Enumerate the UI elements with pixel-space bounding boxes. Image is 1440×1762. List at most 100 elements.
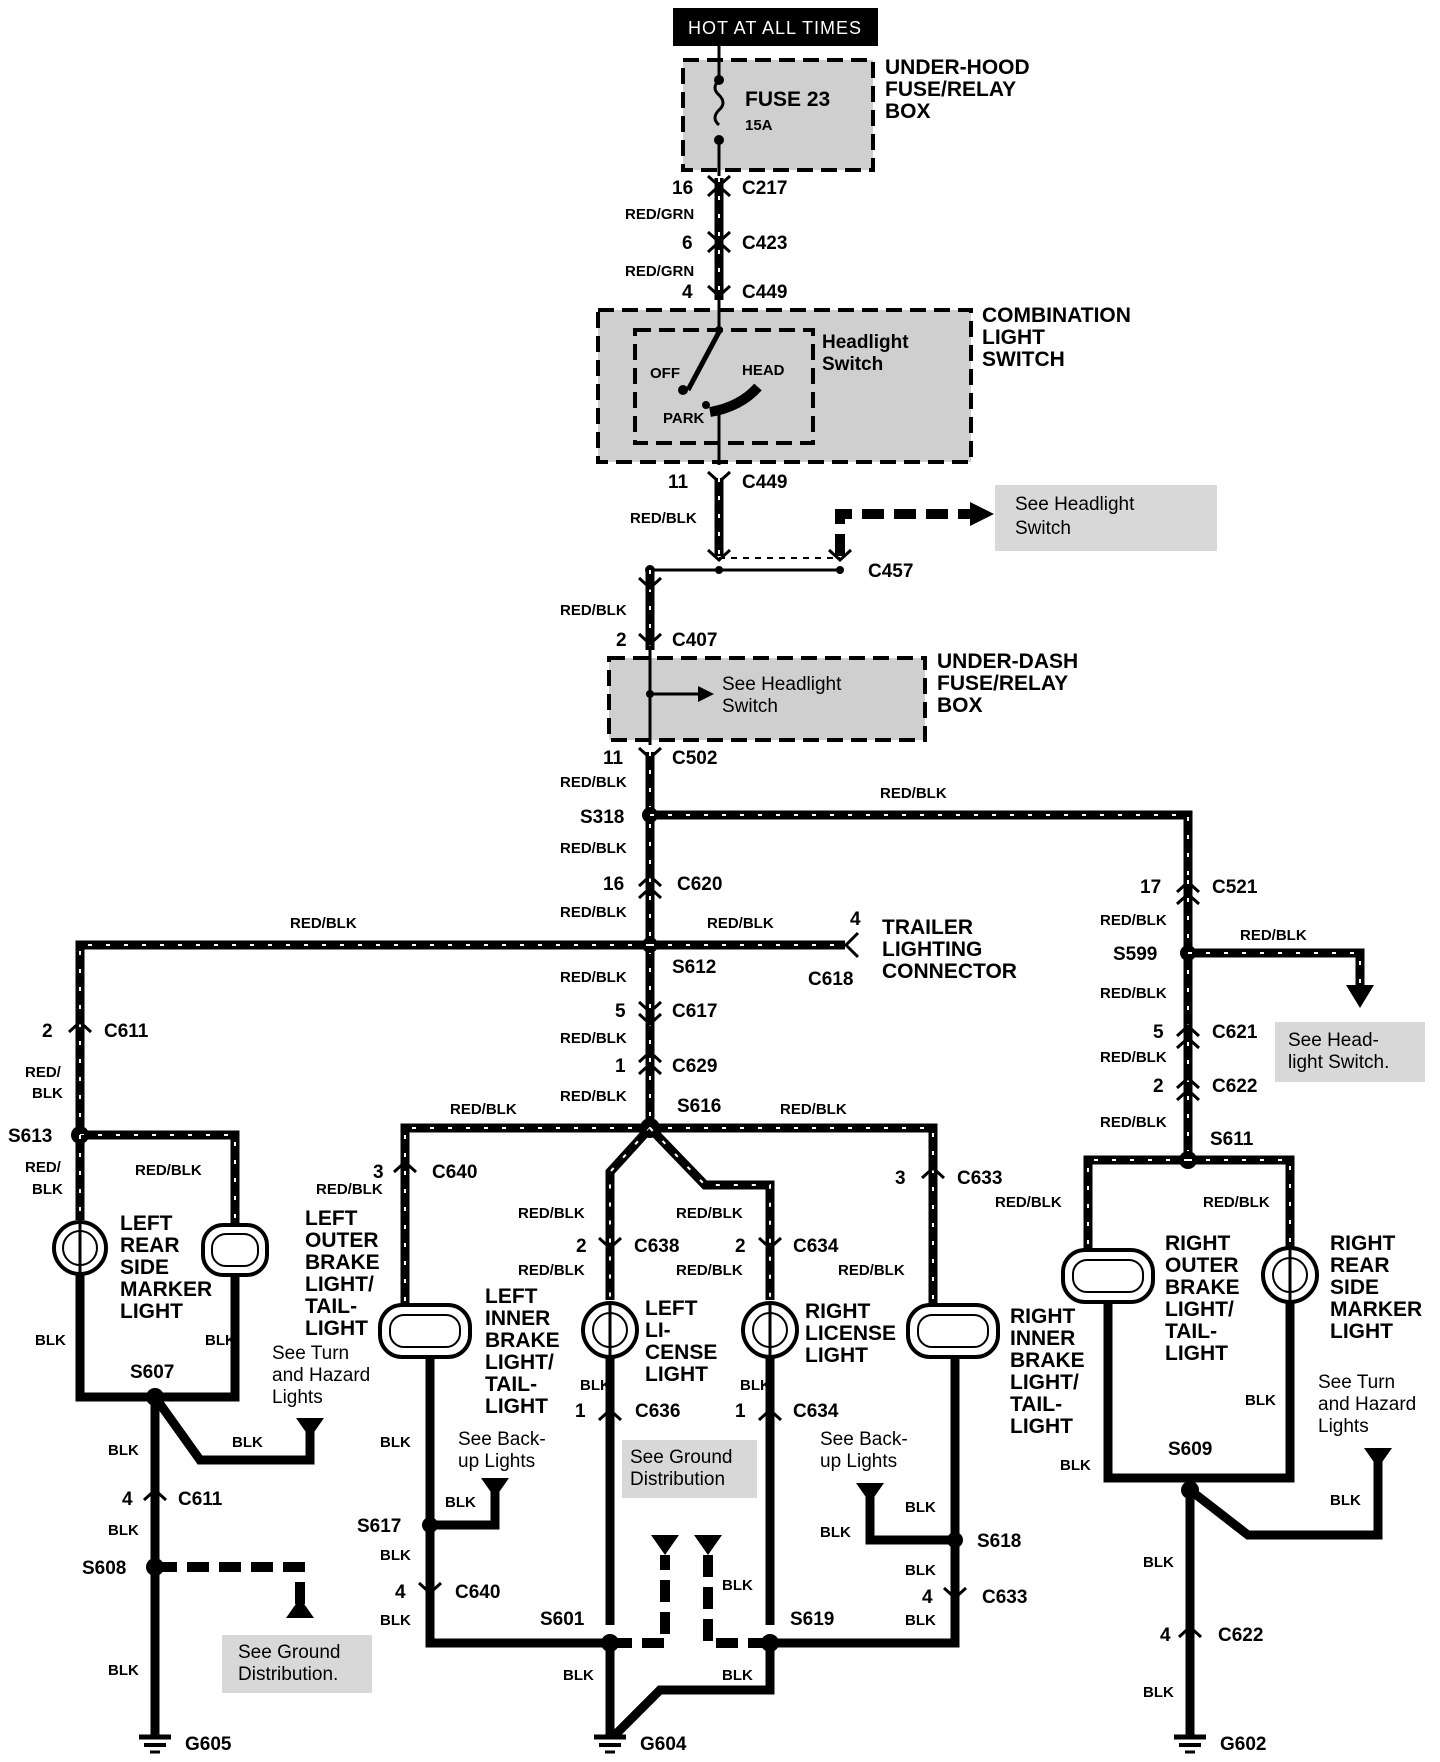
label-s607: S607 <box>130 1362 174 1383</box>
connector-c611-top <box>67 1019 93 1034</box>
left-inner-label-5: TAIL- <box>485 1373 537 1396</box>
see-backup-left-2: up Lights <box>458 1451 535 1472</box>
label-c622-bottom: C622 <box>1218 1625 1263 1646</box>
see-headlight-note-top <box>995 485 1217 551</box>
connector-c629 <box>637 1049 663 1076</box>
label-c634-top: C634 <box>793 1236 839 1257</box>
right-license-label-1: RIGHT <box>805 1300 871 1323</box>
arrow-up-backup-left-icon <box>481 1478 509 1498</box>
right-rear-side-label-3: SIDE <box>1330 1276 1379 1299</box>
pin-4-c640: 4 <box>395 1582 406 1603</box>
left-inner-label-2: INNER <box>485 1307 550 1330</box>
connector-c611-bottom <box>142 1487 168 1502</box>
wire-s616-right-inner <box>650 1123 938 1305</box>
left-rear-side-marker-light <box>52 1220 108 1276</box>
right-rear-side-marker-light <box>1261 1246 1319 1304</box>
label-c407: C407 <box>672 630 717 651</box>
label-s611: S611 <box>1210 1129 1254 1150</box>
wire-label-red-2: RED/ <box>25 1159 62 1176</box>
wire-to-headlight-switch <box>835 509 975 556</box>
pin-5-c621: 5 <box>1153 1022 1164 1043</box>
see-turn-right-2: and Hazard <box>1318 1394 1416 1415</box>
arrow-up-turn-icon <box>296 1418 324 1438</box>
under-dash-note-1: See Headlight <box>722 674 842 695</box>
wire-s608-ground-dist <box>155 1562 305 1605</box>
see-turn-right-1: See Turn <box>1318 1372 1395 1393</box>
wire-label-red-blk-2: RED/BLK <box>560 602 627 619</box>
see-turn-left-2: and Hazard <box>272 1365 370 1386</box>
right-outer-label-3: BRAKE <box>1165 1276 1240 1299</box>
right-outer-label-4: LIGHT/ <box>1165 1298 1234 1321</box>
right-inner-label-1: RIGHT <box>1010 1305 1076 1328</box>
left-rear-side-label-2: REAR <box>120 1234 180 1257</box>
under-hood-label-2: FUSE/RELAY <box>885 78 1016 101</box>
pin-3-c633: 3 <box>895 1168 906 1189</box>
left-rear-side-label-5: LIGHT <box>120 1300 183 1323</box>
label-s613: S613 <box>8 1126 52 1147</box>
wire-s611-outer <box>1083 1155 1188 1250</box>
pin-11-c502: 11 <box>603 748 624 769</box>
right-outer-brake-light <box>1061 1248 1155 1304</box>
pin-17-c521: 17 <box>1140 877 1161 898</box>
under-dash-label-3: BOX <box>937 694 983 717</box>
label-c617: C617 <box>672 1001 717 1022</box>
wire-label-blk-19: BLK <box>722 1577 753 1594</box>
left-inner-brake-light <box>378 1303 472 1359</box>
switch-park-label: PARK <box>663 410 705 427</box>
wire-label-red-blk-16: RED/BLK <box>838 1262 905 1279</box>
label-c449-top: C449 <box>742 282 787 303</box>
fuse-23 <box>713 46 725 176</box>
wire-label-red-blk-r7: RED/BLK <box>1203 1194 1270 1211</box>
arrow-up-turn-right-icon <box>1364 1448 1392 1468</box>
connector-c634-top <box>757 1236 783 1251</box>
label-s599: S599 <box>1113 944 1157 965</box>
wire-label-red-blk-10: RED/BLK <box>780 1101 847 1118</box>
label-c521: C521 <box>1212 877 1258 898</box>
right-inner-label-4: LIGHT/ <box>1010 1371 1079 1394</box>
see-headlight-right-1: See Head- <box>1288 1030 1379 1051</box>
wire-label-blk-16: BLK <box>820 1524 851 1541</box>
hot-at-all-times-label: HOT AT ALL TIMES <box>688 18 862 38</box>
left-inner-label-6: LIGHT <box>485 1395 548 1418</box>
wire-label-red-blk-left: RED/BLK <box>290 915 357 932</box>
wire-right-marker-ground <box>1190 1302 1295 1483</box>
pin-4-c611: 4 <box>122 1489 133 1510</box>
wire-label-blk-14: BLK <box>380 1612 411 1629</box>
wire-s619-ground-dist <box>703 1555 770 1648</box>
wire-label-red-blk-7: RED/BLK <box>560 1030 627 1047</box>
see-backup-left-1: See Back- <box>458 1429 546 1450</box>
wire-label-red-blk-3: RED/BLK <box>560 774 627 791</box>
label-c423: C423 <box>742 233 787 254</box>
wire-right-outer-ground <box>1103 1302 1190 1483</box>
under-dash-note-2: Switch <box>722 696 778 717</box>
wire-label-blk-20: BLK <box>563 1667 594 1684</box>
right-inner-label-2: INNER <box>1010 1327 1075 1350</box>
wire-label-blk-12: BLK <box>445 1494 476 1511</box>
switch-head-label: HEAD <box>742 362 785 379</box>
right-inner-label-5: TAIL- <box>1010 1393 1062 1416</box>
connector-c618 <box>843 931 860 959</box>
wire-label-blk-1: BLK <box>32 1085 63 1102</box>
connector-c622-top <box>1175 1075 1201 1102</box>
wire-label-blk-10: BLK <box>740 1377 771 1394</box>
label-c217: C217 <box>742 178 787 199</box>
wire-left-marker-ground <box>75 1275 155 1402</box>
combination-light-switch <box>596 308 973 464</box>
left-license-light <box>581 1301 639 1359</box>
wire-label-red-blk-r5: RED/BLK <box>1100 1114 1167 1131</box>
connector-c636 <box>597 1407 623 1422</box>
arrow-right-icon <box>970 502 994 526</box>
right-rear-side-label-5: LIGHT <box>1330 1320 1393 1343</box>
see-backup-right-2: up Lights <box>820 1451 897 1472</box>
pin-2-c407: 2 <box>616 630 627 651</box>
see-turn-right-3: Lights <box>1318 1416 1369 1437</box>
see-ground-left-note <box>222 1635 372 1693</box>
pin-4-c618: 4 <box>850 909 861 930</box>
wire-label-red-blk-r1: RED/BLK <box>1100 912 1167 929</box>
left-rear-side-label-1: LEFT <box>120 1212 173 1235</box>
wire-label-red-blk-r6: RED/BLK <box>995 1194 1062 1211</box>
label-c633-top: C633 <box>957 1168 1002 1189</box>
label-c622-top: C622 <box>1212 1076 1257 1097</box>
headlight-switch-contacts <box>678 300 762 465</box>
